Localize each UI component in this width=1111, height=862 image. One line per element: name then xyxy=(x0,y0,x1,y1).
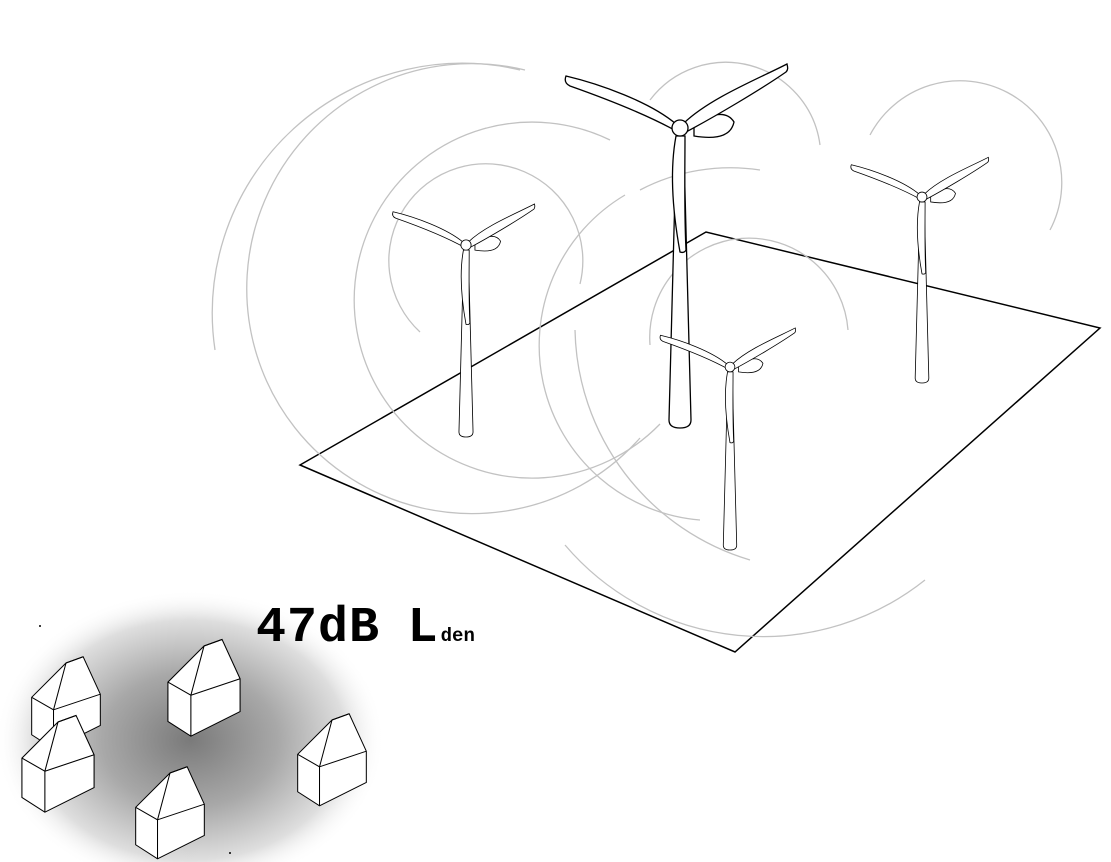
wind-turbine-icon xyxy=(392,203,536,438)
noise-unit-subscript: den xyxy=(440,625,475,647)
wind-turbine-icon xyxy=(564,63,789,429)
wind-turbine-icon xyxy=(850,156,990,384)
noise-level-value: 47dB xyxy=(256,600,381,657)
ground-plot xyxy=(298,231,1102,653)
noise-unit-letter: L xyxy=(407,600,439,657)
sound-wave-icon xyxy=(211,61,1063,638)
